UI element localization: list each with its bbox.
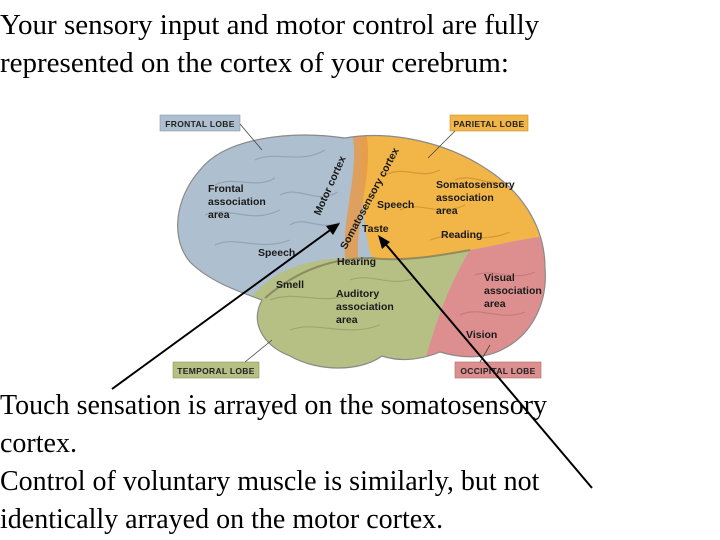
- auditory-association-label-3: area: [336, 314, 358, 326]
- reading-label: Reading: [441, 229, 482, 241]
- svg-text:FRONTAL LOBE: FRONTAL LOBE: [165, 119, 234, 129]
- motor-cortex-strip: [344, 135, 369, 258]
- frontal-association-label-3: area: [208, 209, 230, 221]
- title-line-2: represented on the cortex of your cerebr…: [0, 47, 509, 79]
- caption-line-3: Control of voluntary muscle is similarly…: [0, 466, 540, 497]
- slide-title: Your sensory input and motor control are…: [0, 6, 720, 82]
- frontal-association-label-1: Frontal: [208, 183, 244, 195]
- brain-lobes: [177, 135, 546, 368]
- frontal-lobe-label: FRONTAL LOBE: [159, 114, 241, 132]
- vision-label: Vision: [466, 329, 497, 341]
- frontal-association-label-2: association: [208, 196, 266, 208]
- somato-association-label-1: Somatosensory: [436, 179, 515, 191]
- visual-association-label-2: association: [484, 285, 542, 297]
- somato-association-label-2: association: [436, 192, 494, 204]
- caption: Touch sensation is arrayed on the somato…: [0, 387, 720, 539]
- frontal-leader-line: [239, 123, 263, 151]
- temporal-leader-line: [244, 339, 273, 363]
- somato-association-label-3: area: [436, 205, 458, 217]
- arrow-to-motor-cortex: [111, 223, 340, 390]
- svg-text:PARIETAL LOBE: PARIETAL LOBE: [454, 119, 525, 129]
- speech-parietal-label: Speech: [377, 199, 414, 211]
- caption-line-4: identically arrayed on the motor cortex.: [0, 504, 444, 535]
- temporal-lobe-region: [240, 250, 470, 368]
- visual-association-label-3: area: [484, 298, 506, 310]
- svg-text:OCCIPITAL LOBE: OCCIPITAL LOBE: [460, 366, 535, 376]
- title-line-1: Your sensory input and motor control are…: [0, 9, 540, 41]
- visual-association-label-1: Visual: [484, 272, 515, 284]
- taste-label: Taste: [362, 223, 389, 235]
- hearing-label: Hearing: [337, 256, 376, 268]
- auditory-association-label-2: association: [336, 301, 394, 313]
- arrow-to-somatosensory-cortex: [378, 235, 593, 489]
- temporal-lobe-label: TEMPORAL LOBE: [172, 361, 260, 379]
- parietal-leader-line: [427, 130, 456, 159]
- caption-line-1: Touch sensation is arrayed on the somato…: [0, 390, 548, 421]
- svg-text:TEMPORAL LOBE: TEMPORAL LOBE: [177, 366, 254, 376]
- caption-line-2: cortex.: [0, 428, 77, 459]
- speech-frontal-label: Speech: [258, 247, 295, 259]
- occipital-leader-line: [479, 344, 491, 363]
- auditory-association-label-1: Auditory: [336, 288, 379, 300]
- parietal-lobe-label: PARIETAL LOBE: [449, 114, 529, 132]
- smell-label: Smell: [276, 279, 304, 291]
